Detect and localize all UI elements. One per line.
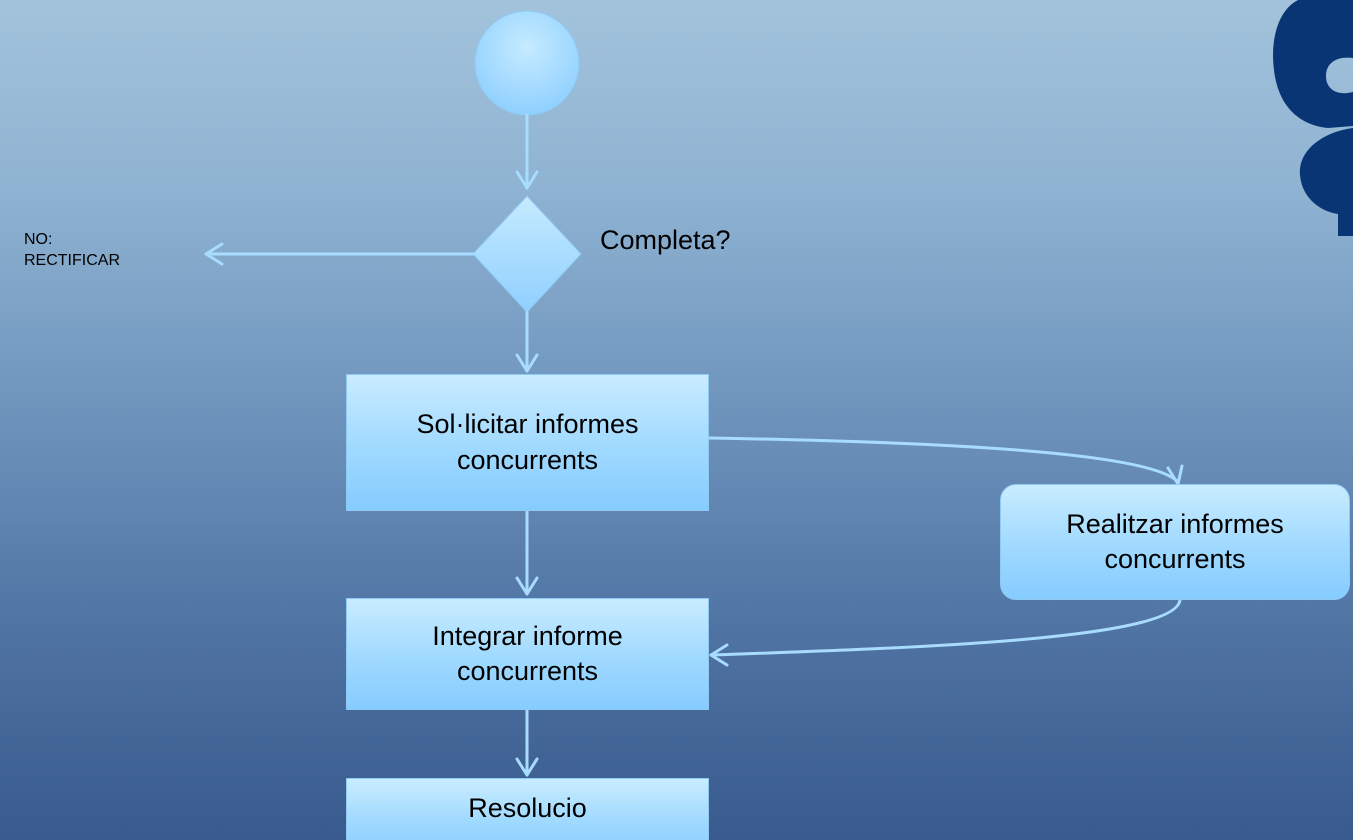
node-realitzar-line2: concurrents: [1104, 544, 1246, 574]
node-realitzar-informes: Realitzar informes concurrents: [1000, 484, 1350, 600]
arrowhead-resolucio: [515, 757, 539, 777]
node-sollicitar-line2: concurrents: [456, 444, 599, 475]
arrowhead-decision: [515, 170, 539, 190]
node-resolucio-line1: Resolucio: [468, 793, 587, 823]
decision-label: Completa?: [600, 225, 731, 255]
arrowhead-no: [204, 242, 224, 266]
node-resolucio: Resolucio: [346, 778, 709, 840]
connector-realitzar-to-integrar: [709, 598, 1182, 657]
no-rectificar-label: NO: RECTIFICAR: [24, 230, 120, 272]
node-realitzar-line1: Realitzar informes: [1066, 508, 1284, 539]
arrowhead-sollicitar: [515, 353, 539, 373]
node-sollicitar-line1: Sol·licitar informes: [416, 409, 639, 440]
no-label-line1: NO:: [24, 231, 53, 248]
start-node: [474, 10, 580, 116]
node-sollicitar-informes: Sol·licitar informes concurrents: [346, 374, 709, 511]
node-integrar-informe: Integrar informe concurrents: [346, 598, 709, 710]
arrowhead-integrar: [515, 576, 539, 596]
no-label-line2: RECTIFICAR: [24, 251, 120, 269]
brand-logo-fragment-icon: [1273, 0, 1353, 236]
connector-sollicitar-to-realitzar: [707, 436, 1180, 484]
node-integrar-line1: Integrar informe: [432, 620, 623, 651]
arrowhead-integrar-side: [709, 643, 729, 667]
decision-diamond: [472, 195, 582, 313]
node-integrar-line2: concurrents: [456, 656, 599, 686]
